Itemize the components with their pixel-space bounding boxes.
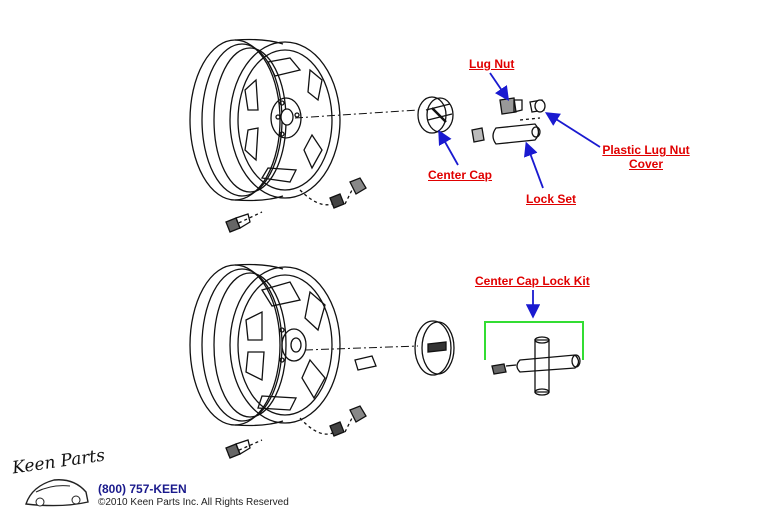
lug-nut-label[interactable]: Lug Nut <box>469 57 515 71</box>
copyright-notice: ©2010 Keen Parts Inc. All Rights Reserve… <box>98 497 289 508</box>
plastic-lug-nut-cover-label[interactable]: Plastic Lug Nut Cover <box>600 143 692 171</box>
center-cap-lock-kit-label[interactable]: Center Cap Lock Kit <box>475 274 590 288</box>
upper-wheel-icon <box>189 38 341 202</box>
lug-nut-icon <box>471 97 546 145</box>
phone-number: (800) 757-KEEN <box>98 482 187 496</box>
car-logo-icon <box>25 479 89 507</box>
center-cap-icon <box>417 96 454 134</box>
lock-key-icon <box>491 336 581 396</box>
center-cap-label[interactable]: Center Cap <box>428 168 493 182</box>
lower-center-cap-icon <box>414 320 455 376</box>
arrow-icon <box>438 72 601 319</box>
plastic-cover-line2: Cover <box>628 157 663 171</box>
lower-wheel-icon <box>189 263 341 427</box>
lock-set-label[interactable]: Lock Set <box>526 192 577 206</box>
plastic-cover-line1: Plastic Lug Nut <box>602 143 690 157</box>
lower-lug-stud-icon <box>225 355 377 459</box>
upper-lug-stud-icon <box>225 177 367 233</box>
lock-kit-bracket <box>484 321 584 360</box>
